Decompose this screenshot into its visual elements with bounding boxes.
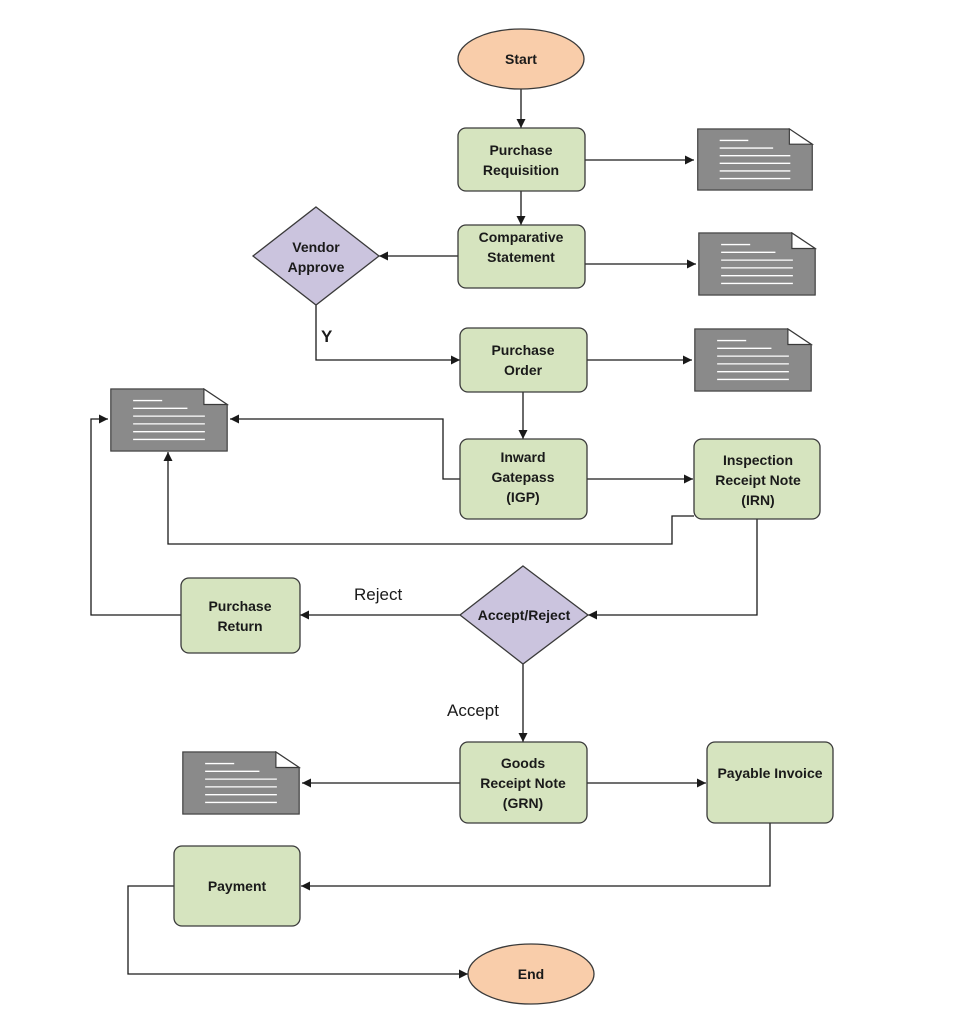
purchase-requisition-line-1: Purchase xyxy=(489,142,552,158)
edge-irn-to-doc xyxy=(163,452,694,545)
start-node: Start xyxy=(457,28,585,90)
document-icon xyxy=(110,388,228,452)
vendor-approve-line-1: Vendor xyxy=(292,239,340,255)
payment-label: Payment xyxy=(208,878,267,894)
label-accept: Accept xyxy=(447,701,499,720)
purchase-return-line-1: Purchase xyxy=(208,598,271,614)
inward-gatepass-line-2: Gatepass xyxy=(491,469,554,485)
payable-invoice-box: Payable Invoice xyxy=(706,741,834,824)
purchase-order-line-2: Order xyxy=(504,362,543,378)
comparative-statement-line-2: Statement xyxy=(487,249,555,265)
end-label: End xyxy=(518,966,544,982)
vendor-approve-decision: Vendor Approve xyxy=(251,206,381,306)
inspection-receipt-note-line-1: Inspection xyxy=(723,452,793,468)
accept-reject-label: Accept/Reject xyxy=(478,607,571,623)
label-vendor-yes: Y xyxy=(321,327,333,346)
inspection-receipt-note-line-2: Receipt Note xyxy=(715,472,801,488)
purchase-return-line-2: Return xyxy=(217,618,262,634)
payment-box: Payment xyxy=(173,845,301,927)
inward-gatepass-line-3: (IGP) xyxy=(506,489,539,505)
edge-vendor-to-po xyxy=(315,305,460,365)
inspection-receipt-note-line-3: (IRN) xyxy=(741,492,774,508)
comparative-statement-line-1: Comparative xyxy=(479,229,564,245)
document-icon xyxy=(694,328,812,392)
payable-invoice-label: Payable Invoice xyxy=(717,765,822,781)
goods-receipt-note-box: Goods Receipt Note (GRN) xyxy=(459,741,588,824)
document-icon xyxy=(697,128,813,191)
connectors xyxy=(90,88,771,979)
goods-receipt-note-line-3: (GRN) xyxy=(503,795,543,811)
end-node: End xyxy=(467,943,595,1005)
purchase-order-line-1: Purchase xyxy=(491,342,554,358)
document-icon xyxy=(698,232,816,296)
accept-reject-decision: Accept/Reject xyxy=(458,565,590,665)
start-label: Start xyxy=(505,51,537,67)
edge-irn-to-decision xyxy=(588,519,758,620)
label-reject: Reject xyxy=(354,585,402,604)
goods-receipt-note-line-1: Goods xyxy=(501,755,546,771)
edge-igp-to-doc xyxy=(230,414,460,480)
vendor-approve-line-2: Approve xyxy=(288,259,345,275)
purchase-requisition-box: Purchase Requisition xyxy=(457,127,586,192)
inward-gatepass-box: Inward Gatepass (IGP) xyxy=(459,438,588,520)
document-icon xyxy=(182,751,300,815)
inward-gatepass-line-1: Inward xyxy=(500,449,545,465)
purchase-return-box: Purchase Return xyxy=(180,577,301,654)
edge-return-to-doc xyxy=(90,414,181,616)
edge-payment-to-end xyxy=(127,885,468,979)
purchase-order-box: Purchase Order xyxy=(459,327,588,393)
comparative-statement-box: Comparative Statement xyxy=(457,224,586,289)
edge-invoice-to-payment xyxy=(301,823,771,891)
goods-receipt-note-line-2: Receipt Note xyxy=(480,775,566,791)
inspection-receipt-note-box: Inspection Receipt Note (IRN) xyxy=(693,438,821,520)
purchase-requisition-line-2: Requisition xyxy=(483,162,559,178)
